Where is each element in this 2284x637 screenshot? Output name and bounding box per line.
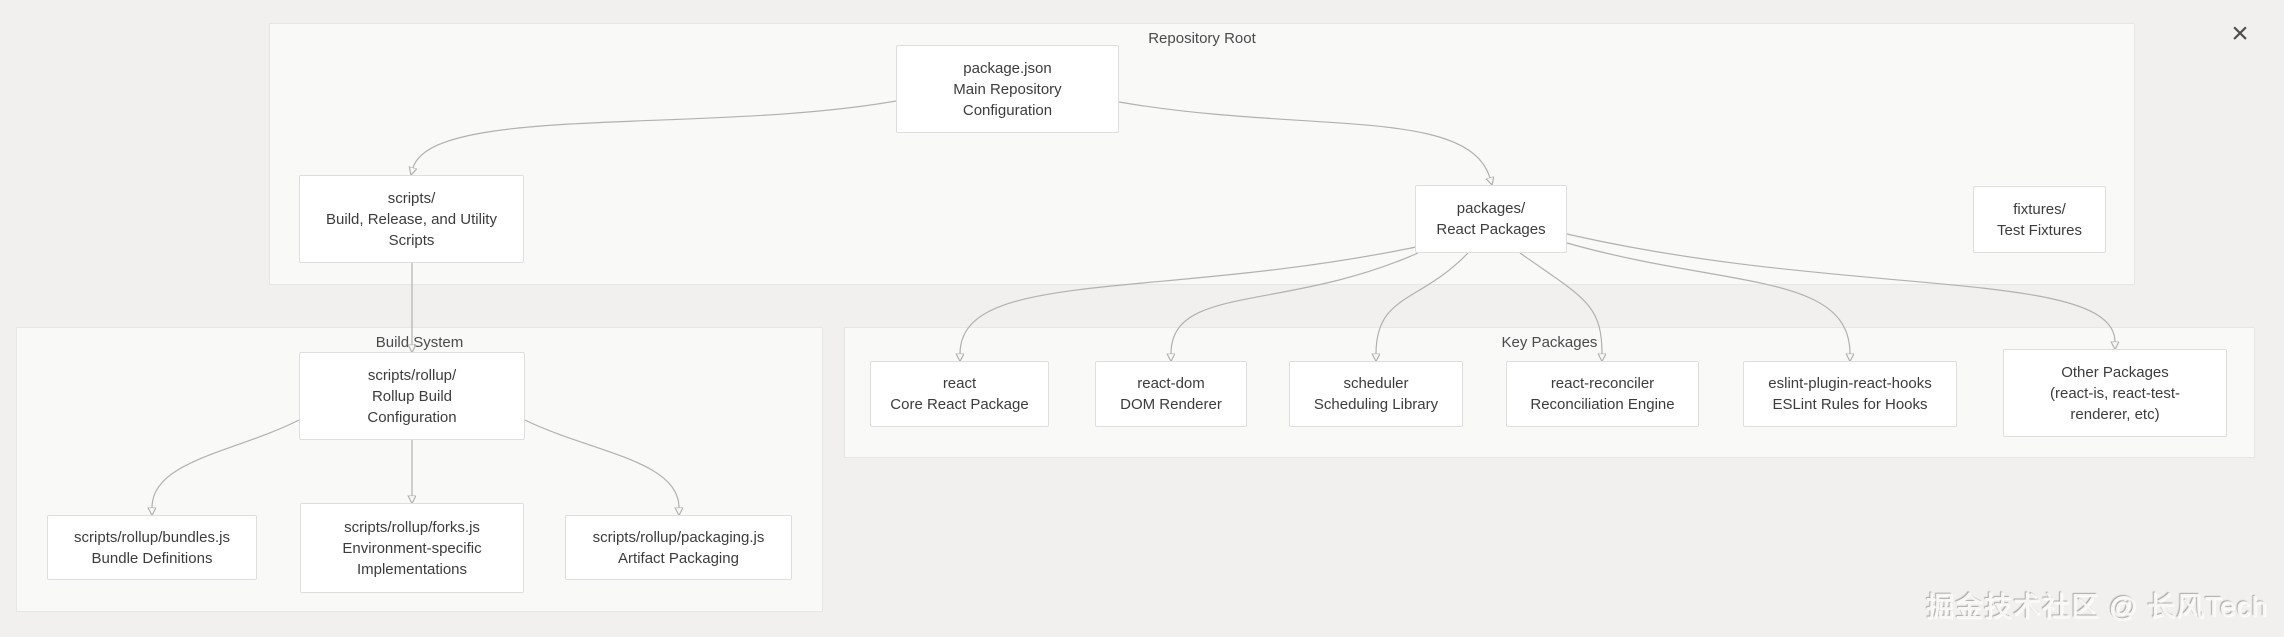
- group-repository-root: Repository Root: [269, 23, 2135, 285]
- group-label-build-system: Build System: [375, 334, 464, 351]
- node-line: react: [942, 375, 977, 392]
- node-line: Configuration: [367, 408, 457, 426]
- node-line: scripts/rollup/bundles.js: [74, 528, 230, 546]
- node-line: scripts/rollup/forks.js: [344, 518, 480, 536]
- edge-rollup-packaging: [524, 419, 679, 508]
- edge-packages-eslint: [1566, 242, 1850, 354]
- node-react-dom: react-dom DOM Renderer: [1095, 361, 1247, 427]
- node-line: Bundle Definitions: [91, 549, 213, 567]
- node-line: Build, Release, and Utility: [326, 210, 497, 228]
- close-icon: ×: [2231, 17, 2249, 50]
- node-line: Scripts: [388, 231, 435, 249]
- edge-rollup-bundles: [152, 419, 300, 508]
- node-line: Configuration: [962, 101, 1053, 119]
- edge-packagejson-scripts: [413, 100, 897, 168]
- node-package-json: package.json Main Repository Configurati…: [896, 45, 1119, 133]
- node-line: scripts/rollup/packaging.js: [592, 528, 765, 546]
- node-line: Other Packages: [2061, 363, 2169, 381]
- edge-packages-reactdom: [1171, 252, 1419, 354]
- node-react-reconciler: react-reconciler Reconciliation Engine: [1506, 361, 1699, 427]
- edge-packages-reconciler: [1519, 252, 1602, 354]
- node-line: Main Repository: [953, 80, 1062, 98]
- edge-packages-scheduler: [1376, 252, 1469, 354]
- node-scheduler: scheduler Scheduling Library: [1289, 361, 1463, 427]
- node-line: React Packages: [1436, 221, 1546, 238]
- node-line: Core React Package: [890, 396, 1029, 413]
- group-label-repository-root: Repository Root: [1148, 30, 1256, 47]
- node-line: Rollup Build: [371, 387, 453, 405]
- node-line: scripts/: [387, 189, 436, 207]
- node-fixtures: fixtures/ Test Fixtures: [1973, 186, 2106, 253]
- node-react: react Core React Package: [870, 361, 1049, 427]
- node-line: scheduler: [1343, 375, 1409, 392]
- node-packages: packages/ React Packages: [1415, 185, 1567, 253]
- node-line: fixtures/: [2013, 200, 2066, 218]
- node-line: Scheduling Library: [1313, 396, 1439, 413]
- node-other-packages: Other Packages (react-is, react-test- re…: [2003, 349, 2227, 437]
- node-line: Test Fixtures: [1996, 221, 2083, 239]
- node-line: scripts/rollup/: [367, 366, 457, 384]
- node-line: Implementations: [356, 560, 468, 578]
- edge-packagejson-packages: [1118, 101, 1490, 178]
- edge-packages-react: [960, 246, 1417, 354]
- node-line: Reconciliation Engine: [1530, 396, 1675, 413]
- node-line: ESLint Rules for Hooks: [1772, 396, 1928, 413]
- node-line: package.json: [963, 59, 1052, 77]
- node-line: renderer, etc): [2070, 405, 2160, 423]
- close-button[interactable]: ×: [2224, 18, 2256, 50]
- node-line: (react-is, react-test-: [2049, 384, 2181, 402]
- edge-packages-other: [1566, 233, 2115, 342]
- node-line: DOM Renderer: [1120, 396, 1222, 413]
- node-line: packages/: [1456, 200, 1526, 217]
- node-scripts-rollup: scripts/rollup/ Rollup Build Configurati…: [299, 352, 525, 440]
- node-scripts: scripts/ Build, Release, and Utility Scr…: [299, 175, 524, 263]
- node-line: Artifact Packaging: [618, 549, 739, 567]
- node-line: eslint-plugin-react-hooks: [1768, 375, 1932, 392]
- node-line: Environment-specific: [342, 539, 482, 557]
- watermark: 掘金技术社区 @ 长风Tech: [1925, 591, 2268, 622]
- node-packaging-js: scripts/rollup/packaging.js Artifact Pac…: [565, 515, 792, 580]
- node-forks-js: scripts/rollup/forks.js Environment-spec…: [300, 503, 524, 593]
- node-eslint-plugin-react-hooks: eslint-plugin-react-hooks ESLint Rules f…: [1743, 361, 1957, 427]
- node-line: react-dom: [1137, 375, 1205, 392]
- node-bundles-js: scripts/rollup/bundles.js Bundle Definit…: [47, 515, 257, 580]
- node-line: react-reconciler: [1550, 375, 1655, 392]
- group-label-key-packages: Key Packages: [1501, 334, 1598, 351]
